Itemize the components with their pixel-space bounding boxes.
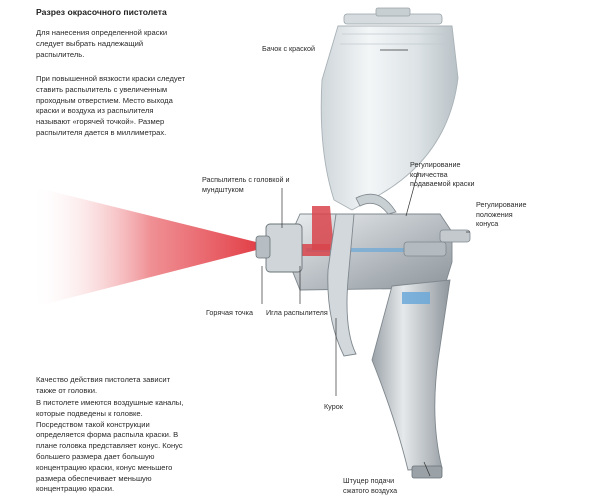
intro-paragraph-2: При повышенной вязкости краски следует с… xyxy=(36,74,186,137)
label-hot-spot: Горячая точка xyxy=(206,308,253,317)
label-needle: Игла распылителя xyxy=(266,308,328,317)
label-paint-flow-adjustment: Регулирование количества подаваемой крас… xyxy=(410,160,475,189)
bottom-paragraph-1: Качество действия пистолета зависит такж… xyxy=(36,375,171,395)
leader-lines xyxy=(261,49,470,477)
intro-paragraph-1: Для нанесения определенной краски следуе… xyxy=(36,28,168,59)
label-spray-pattern-adjustment: Регулирование положения конуса xyxy=(476,200,527,229)
spray-cone xyxy=(30,188,272,306)
paint-cup xyxy=(320,7,459,211)
bottom-paragraph-2: В пистолете имеются воздушные каналы, ко… xyxy=(36,398,184,494)
label-air-inlet: Штуцер подачи сжатого воздуха xyxy=(343,476,398,495)
page-title: Разрез окрасочного пистолета xyxy=(36,7,167,17)
gun-body xyxy=(255,193,471,479)
label-trigger: Курок xyxy=(324,402,343,411)
label-nozzle: Распылитель с головкой и мундштуком xyxy=(202,175,290,194)
label-paint-cup: Бачок с краской xyxy=(262,44,316,53)
